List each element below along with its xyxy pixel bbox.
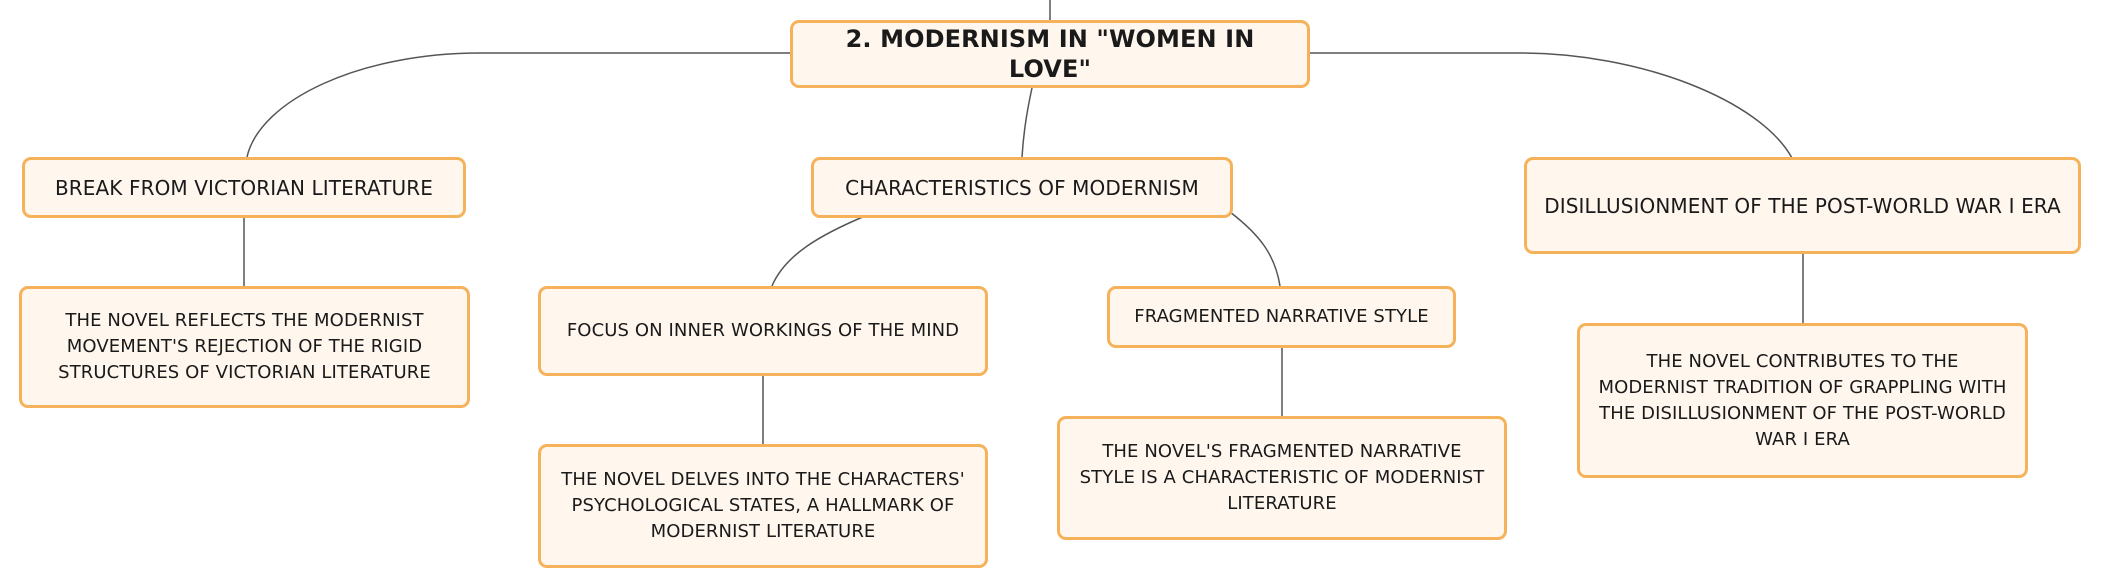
root-node-label: 2. MODERNISM IN "WOMEN IN LOVE"	[845, 25, 1255, 83]
child-focus-inner-mind[interactable]: FOCUS ON INNER WORKINGS OF THE MIND	[538, 286, 988, 376]
child-focus-label: FOCUS ON INNER WORKINGS OF THE MIND	[566, 320, 960, 341]
connector-characteristics-to-fragmented	[1229, 211, 1281, 287]
detail-break-from-victorian[interactable]: THE NOVEL REFLECTS THE MODERNIST MOVEMEN…	[19, 286, 470, 408]
detail-fragmented-text: THE NOVEL'S FRAGMENTED NARRATIVE STYLE I…	[1079, 441, 1485, 514]
branch-break-from-victorian[interactable]: BREAK FROM VICTORIAN LITERATURE	[22, 157, 466, 218]
detail-focus-inner-mind[interactable]: THE NOVEL DELVES INTO THE CHARACTERS' PS…	[538, 444, 988, 568]
detail-disillusionment-text: THE NOVEL CONTRIBUTES TO THE MODERNIST T…	[1598, 350, 2007, 450]
branch-characteristics-of-modernism[interactable]: CHARACTERISTICS OF MODERNISM	[811, 157, 1233, 218]
detail-focus-text: THE NOVEL DELVES INTO THE CHARACTERS' PS…	[561, 469, 965, 542]
connector-characteristics-to-focus	[771, 215, 866, 287]
connector-root-to-characteristics	[1021, 87, 1033, 158]
branch-characteristics-label: CHARACTERISTICS OF MODERNISM	[845, 175, 1199, 200]
branch-break-label: BREAK FROM VICTORIAN LITERATURE	[54, 175, 434, 200]
branch-disillusionment-post-war[interactable]: DISILLUSIONMENT OF THE POST-WORLD WAR I …	[1524, 157, 2081, 254]
child-fragmented-label: FRAGMENTED NARRATIVE STYLE	[1134, 306, 1429, 327]
root-node[interactable]: 2. MODERNISM IN "WOMEN IN LOVE"	[790, 20, 1310, 88]
branch-disillusionment-label: DISILLUSIONMENT OF THE POST-WORLD WAR I …	[1544, 193, 2061, 218]
child-fragmented-narrative[interactable]: FRAGMENTED NARRATIVE STYLE	[1107, 286, 1456, 348]
connector-root-to-break	[246, 52, 790, 158]
detail-fragmented-narrative[interactable]: THE NOVEL'S FRAGMENTED NARRATIVE STYLE I…	[1057, 416, 1507, 540]
detail-disillusionment-post-war[interactable]: THE NOVEL CONTRIBUTES TO THE MODERNIST T…	[1577, 323, 2028, 478]
detail-break-text: THE NOVEL REFLECTS THE MODERNIST MOVEMEN…	[58, 310, 431, 383]
connector-root-to-disillusionment	[1308, 52, 1793, 159]
